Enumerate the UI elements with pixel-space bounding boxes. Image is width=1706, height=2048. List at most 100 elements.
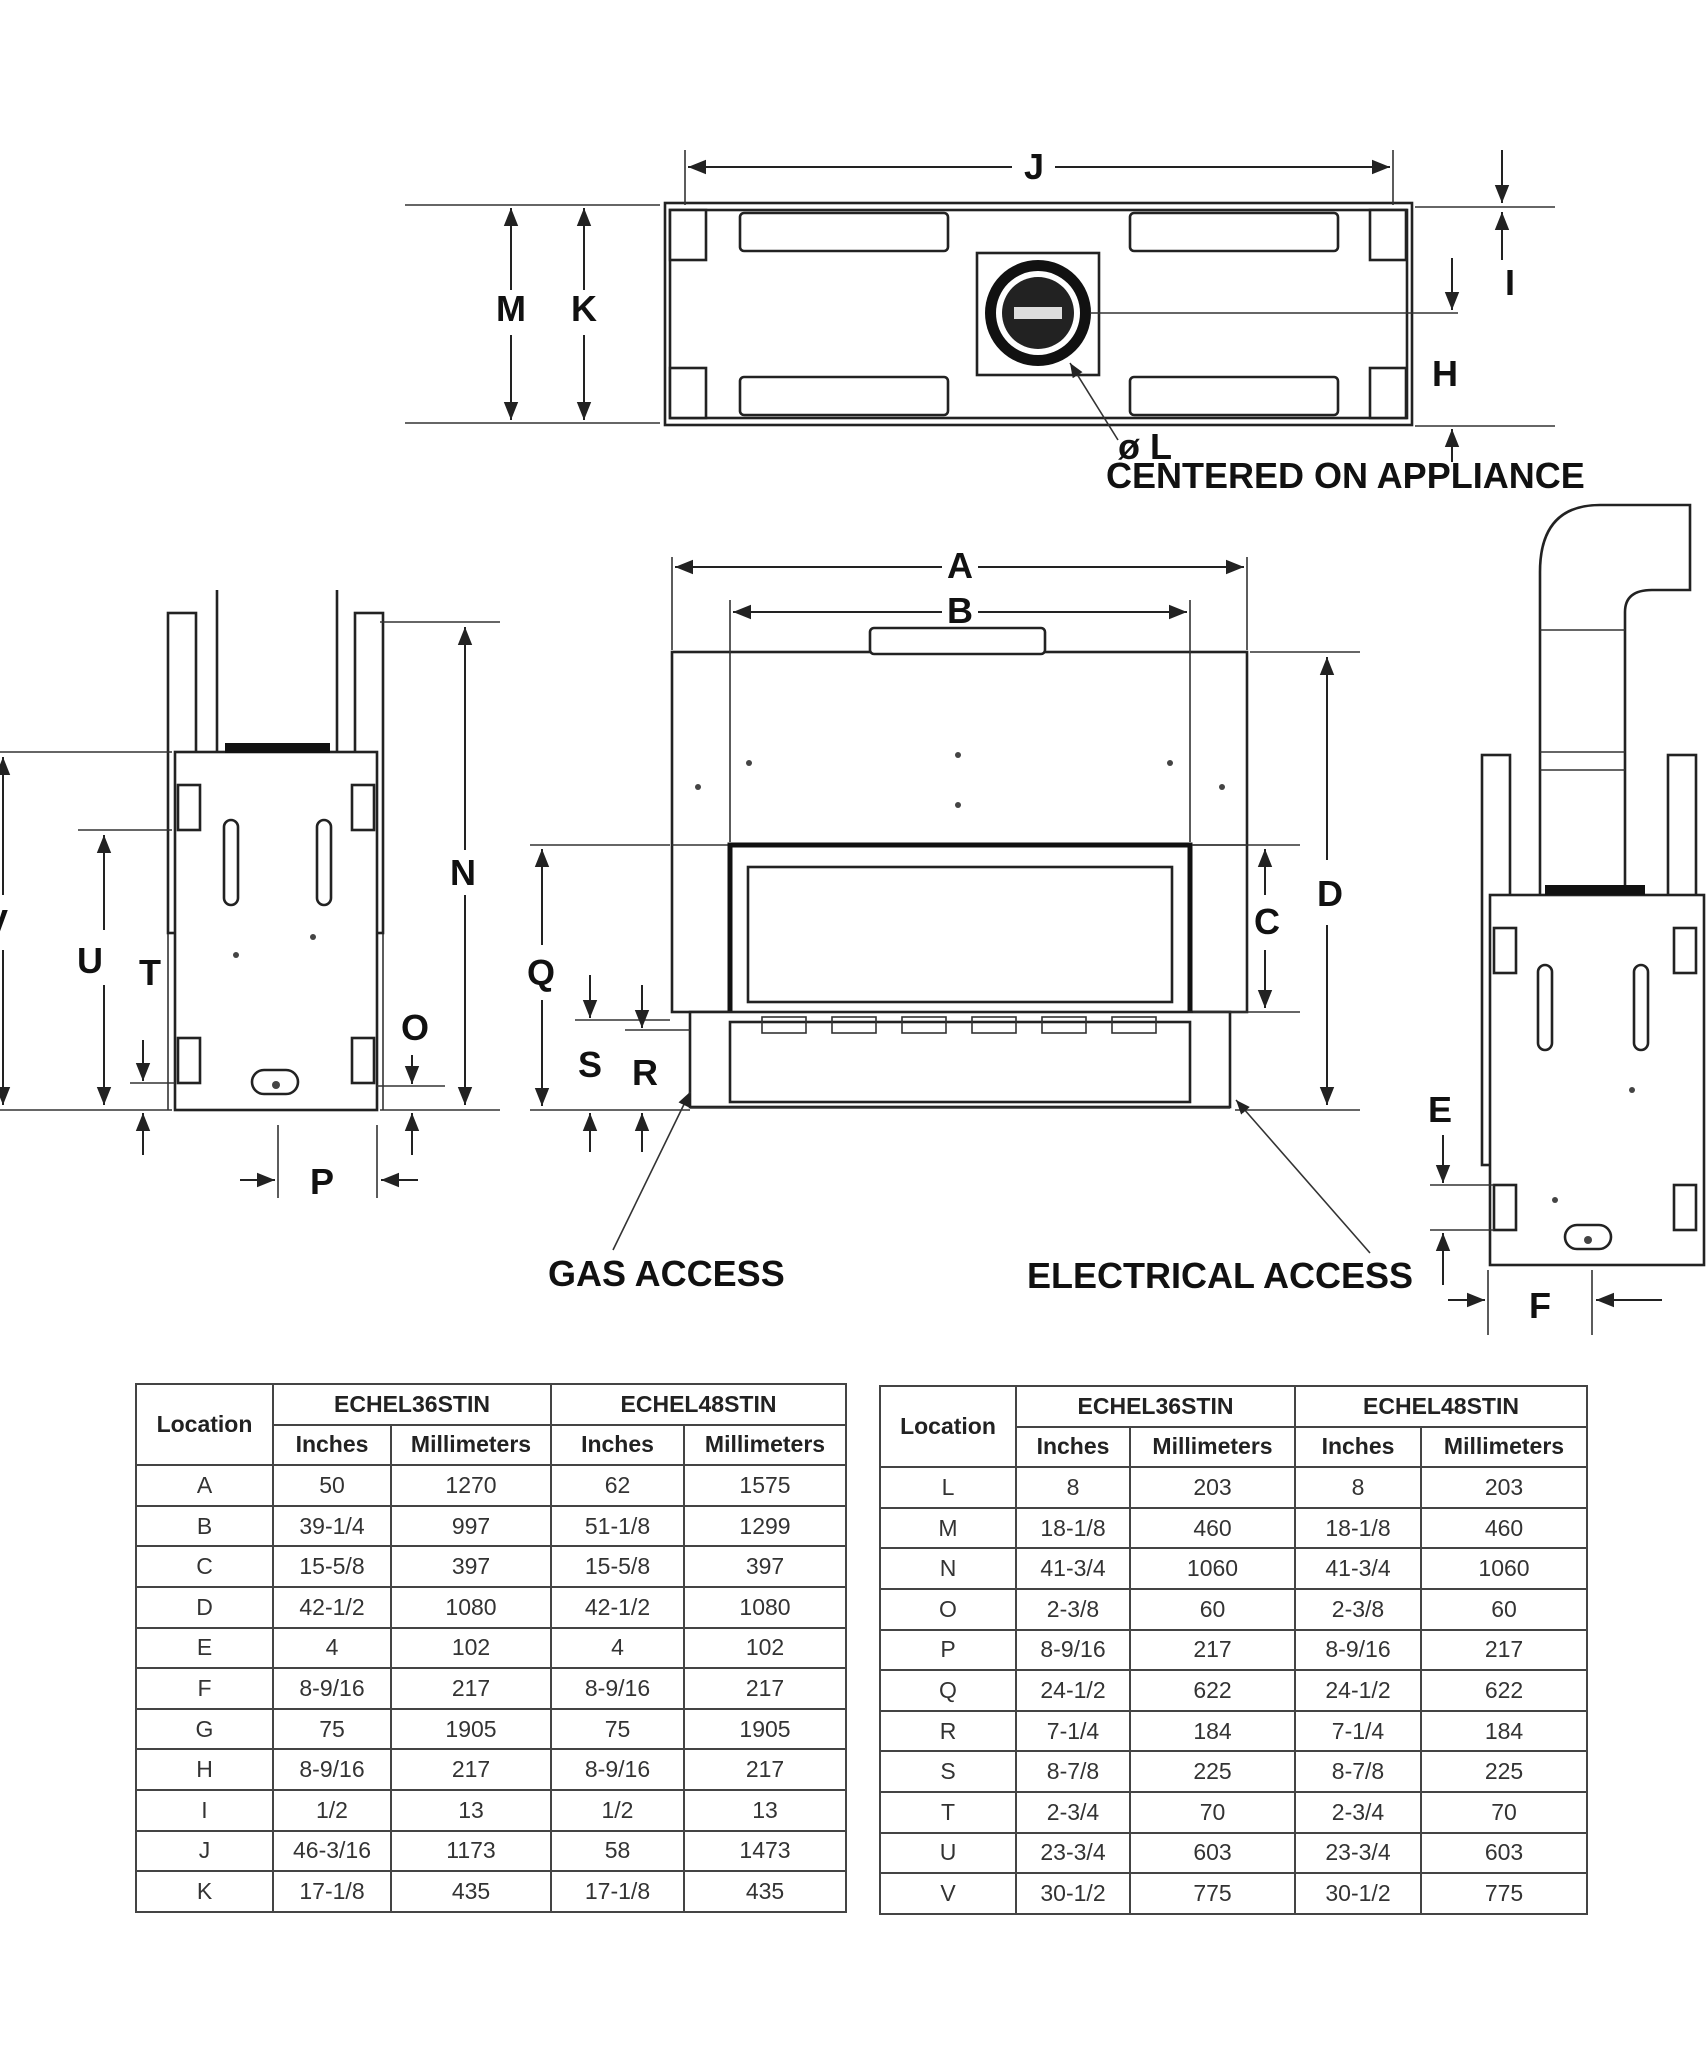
location-header: Location xyxy=(879,1384,1017,1469)
callout-f: F xyxy=(1529,1285,1551,1326)
location-cell: J xyxy=(135,1829,274,1873)
location-cell: L xyxy=(879,1466,1017,1509)
value-cell: 1575 xyxy=(683,1464,847,1507)
dimension-drawing: J M K I H ø L CENTERED ON APPLIANCE A B … xyxy=(0,146,1706,1335)
value-cell: 775 xyxy=(1129,1872,1296,1915)
left-side-view xyxy=(166,590,385,1112)
value-cell: 60 xyxy=(1129,1587,1296,1631)
callout-o: O xyxy=(401,1007,429,1048)
value-cell: 397 xyxy=(390,1545,552,1588)
value-cell: 4 xyxy=(550,1626,685,1670)
value-cell: 460 xyxy=(1420,1506,1588,1550)
location-cell: F xyxy=(135,1667,274,1710)
value-cell: 4 xyxy=(272,1626,392,1670)
unit-header: Inches xyxy=(1294,1425,1422,1469)
value-cell: 17-1/8 xyxy=(550,1870,685,1913)
location-cell: T xyxy=(879,1790,1017,1834)
value-cell: 13 xyxy=(390,1788,552,1832)
value-cell: 7-1/4 xyxy=(1015,1709,1131,1753)
unit-header: Inches xyxy=(272,1423,392,1467)
value-cell: 2-3/8 xyxy=(1294,1587,1422,1631)
value-cell: 997 xyxy=(390,1504,552,1548)
value-cell: 217 xyxy=(1129,1628,1296,1672)
value-cell: 58 xyxy=(550,1829,685,1873)
value-cell: 2-3/8 xyxy=(1015,1587,1131,1631)
value-cell: 435 xyxy=(390,1870,552,1913)
location-header: Location xyxy=(135,1382,274,1467)
value-cell: 8 xyxy=(1015,1466,1131,1509)
location-cell: A xyxy=(135,1464,274,1507)
callout-r: R xyxy=(632,1052,658,1093)
value-cell: 30-1/2 xyxy=(1015,1872,1131,1915)
value-cell: 622 xyxy=(1129,1669,1296,1712)
value-cell: 8-9/16 xyxy=(272,1748,392,1791)
location-cell: U xyxy=(879,1831,1017,1875)
value-cell: 217 xyxy=(683,1748,847,1791)
top-view xyxy=(405,201,1555,427)
value-cell: 1080 xyxy=(683,1585,847,1629)
value-cell: 13 xyxy=(683,1788,847,1832)
unit-header: Millimeters xyxy=(390,1423,552,1467)
value-cell: 41-3/4 xyxy=(1015,1547,1131,1590)
value-cell: 1080 xyxy=(390,1585,552,1629)
callout-p: P xyxy=(310,1161,334,1202)
value-cell: 46-3/16 xyxy=(272,1829,392,1873)
gas-access-label: GAS ACCESS xyxy=(548,1253,785,1294)
location-cell: O xyxy=(879,1587,1017,1631)
value-cell: 8-7/8 xyxy=(1294,1750,1422,1793)
front-view xyxy=(670,626,1249,1109)
location-cell: I xyxy=(135,1788,274,1832)
value-cell: 217 xyxy=(1420,1628,1588,1672)
value-cell: 397 xyxy=(683,1545,847,1588)
value-cell: 18-1/8 xyxy=(1015,1506,1131,1550)
value-cell: 8-9/16 xyxy=(550,1748,685,1791)
location-cell: M xyxy=(879,1506,1017,1550)
callout-q: Q xyxy=(527,952,555,993)
value-cell: 203 xyxy=(1420,1466,1588,1509)
value-cell: 184 xyxy=(1420,1709,1588,1753)
value-cell: 622 xyxy=(1420,1669,1588,1712)
unit-header: Millimeters xyxy=(683,1423,847,1467)
callout-n: N xyxy=(450,852,476,893)
location-cell: B xyxy=(135,1504,274,1548)
value-cell: 203 xyxy=(1129,1466,1296,1509)
value-cell: 62 xyxy=(550,1464,685,1507)
value-cell: 1270 xyxy=(390,1464,552,1507)
value-cell: 50 xyxy=(272,1464,392,1507)
dimensions-table-a-k: Location ECHEL36STIN ECHEL48STIN Inches … xyxy=(135,1382,847,1913)
value-cell: 1473 xyxy=(683,1829,847,1873)
value-cell: 7-1/4 xyxy=(1294,1709,1422,1753)
value-cell: 1060 xyxy=(1129,1547,1296,1590)
callout-k: K xyxy=(571,288,597,329)
value-cell: 1173 xyxy=(390,1829,552,1873)
unit-header: Inches xyxy=(1015,1425,1131,1469)
value-cell: 24-1/2 xyxy=(1015,1669,1131,1712)
value-cell: 460 xyxy=(1129,1506,1296,1550)
model-header-36: ECHEL36STIN xyxy=(272,1383,552,1426)
value-cell: 42-1/2 xyxy=(272,1585,392,1629)
callout-t: T xyxy=(139,952,161,993)
location-cell: C xyxy=(135,1545,274,1588)
location-cell: S xyxy=(879,1750,1017,1793)
centered-on-appliance-note: CENTERED ON APPLIANCE xyxy=(1106,455,1585,496)
model-header-48: ECHEL48STIN xyxy=(1294,1385,1588,1428)
value-cell: 435 xyxy=(683,1870,847,1913)
dimension-lines xyxy=(0,150,1662,1335)
value-cell: 184 xyxy=(1129,1709,1296,1753)
value-cell: 603 xyxy=(1129,1831,1296,1875)
value-cell: 1/2 xyxy=(550,1788,685,1832)
value-cell: 225 xyxy=(1129,1750,1296,1793)
value-cell: 18-1/8 xyxy=(1294,1506,1422,1550)
